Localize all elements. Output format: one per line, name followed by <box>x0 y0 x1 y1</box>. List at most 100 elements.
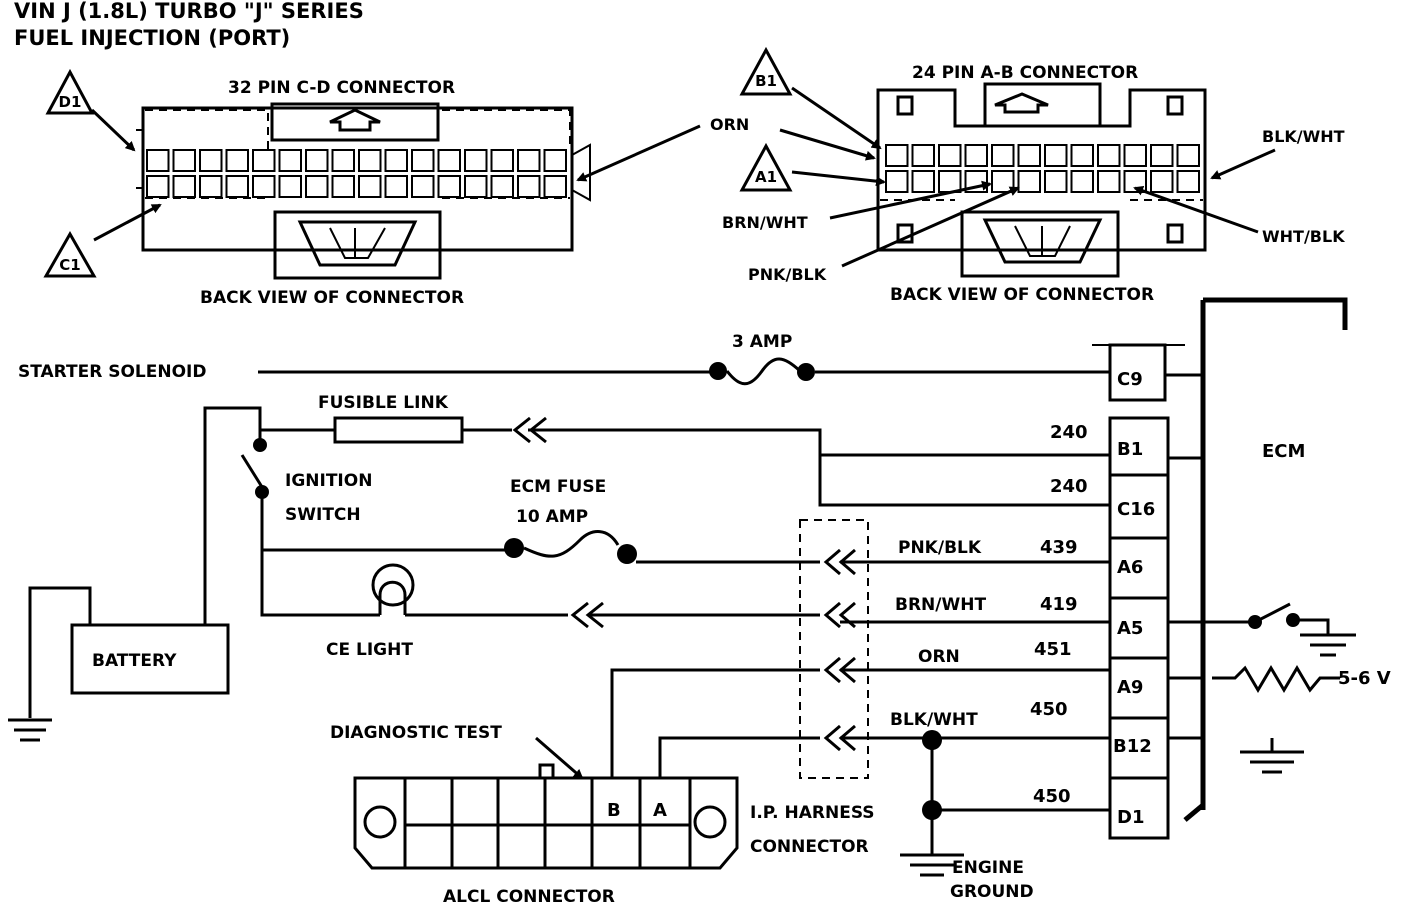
connector-ab-caption: BACK VIEW OF CONNECTOR <box>890 285 1154 305</box>
alcl-terminal-a: A <box>653 800 667 821</box>
ecm-pin-a9: A9 <box>1117 677 1143 698</box>
connector-cd-pin-cell <box>331 149 355 172</box>
connector-cd-pin-cell <box>437 175 461 198</box>
connector-ab-pin-cell <box>1176 144 1200 167</box>
connector-ab-pin-cell <box>1150 144 1174 167</box>
ecm-label: ECM <box>1262 441 1305 462</box>
connector-ab-24pin: 24 PIN A-B CONNECTOR B1 A1 BRN/WHT PNK/B… <box>722 46 1345 305</box>
wire-439-label: 439 <box>1040 537 1078 558</box>
connector-ab-pin-cell <box>1017 170 1041 193</box>
connector-ab-pin-cell <box>1044 144 1068 167</box>
connector-cd-pin-cell <box>358 175 382 198</box>
starter-solenoid-label: STARTER SOLENOID <box>18 362 206 382</box>
connector-cd-pin-cell <box>331 175 355 198</box>
connector-ab-pin-cell <box>1123 144 1147 167</box>
connector-cd-pin-cell <box>252 175 276 198</box>
connector-cd-pin-cell <box>490 149 514 172</box>
connector-ab-pin-b1: B1 <box>755 72 777 90</box>
connector-ab-pin-cell <box>991 144 1015 167</box>
ecm-pin-a6: A6 <box>1117 557 1143 578</box>
connector-cd-pin-cell <box>384 175 408 198</box>
wire-brnwht-label: BRN/WHT <box>895 595 986 615</box>
connector-ab-pin-cell <box>1150 170 1174 193</box>
connector-cd-pin-cell <box>384 149 408 172</box>
connector-cd-pin-grid <box>146 149 567 198</box>
connector-cd-wire-orn: ORN <box>710 115 749 134</box>
diagram-title-line1: VIN J (1.8L) TURBO "J" SERIES <box>14 0 364 23</box>
connector-ab-pin-cell <box>1070 170 1094 193</box>
wire-240-a: 240 <box>1050 422 1088 443</box>
wire-451-label: 451 <box>1034 639 1072 660</box>
wire-pnkblk-label: PNK/BLK <box>898 538 982 558</box>
ecm-pin-d1: D1 <box>1117 807 1144 828</box>
ecm-fuse-label-2: 10 AMP <box>516 507 588 527</box>
ignition-switch-label-2: SWITCH <box>285 505 361 525</box>
ecm-fuse-label-1: ECM FUSE <box>510 477 606 497</box>
connector-ab-pin-cell <box>911 170 935 193</box>
wire-450a-label: 450 <box>1030 699 1068 720</box>
connector-ab-pin-cell <box>911 144 935 167</box>
diagnostic-test-label: DIAGNOSTIC TEST <box>330 723 502 743</box>
connector-cd-pin-cell <box>517 175 541 198</box>
alcl-connector-label: ALCL CONNECTOR <box>443 887 615 906</box>
ip-harness-label-2: CONNECTOR <box>750 837 869 857</box>
schematic: ECM C9 B1 C16 A6 A5 A9 B12 D1 5-6 V STAR… <box>8 297 1391 906</box>
ignition-switch-label-1: IGNITION <box>285 471 372 491</box>
connector-cd-title: 32 PIN C-D CONNECTOR <box>228 78 455 98</box>
connector-cd-pin-cell <box>358 149 382 172</box>
ecm-pin-c9: C9 <box>1117 369 1143 390</box>
connector-cd-pin-cell <box>199 149 223 172</box>
connector-cd-pin-cell <box>146 149 170 172</box>
connector-cd-pin-cell <box>411 149 435 172</box>
wire-450b-label: 450 <box>1033 786 1071 807</box>
battery-label: BATTERY <box>92 651 177 671</box>
connector-ab-wire-pnkblk: PNK/BLK <box>748 265 827 284</box>
connector-ab-pin-a1: A1 <box>755 168 777 186</box>
connector-ab-pin-cell <box>938 144 962 167</box>
connector-ab-pin-cell <box>1176 170 1200 193</box>
connector-ab-pin-cell <box>938 170 962 193</box>
engine-ground-label-1: ENGINE <box>952 858 1024 878</box>
connector-ab-wire-blkwht: BLK/WHT <box>1262 127 1345 146</box>
connector-ab-pin-cell <box>1097 144 1121 167</box>
wire-419-label: 419 <box>1040 594 1078 615</box>
connector-cd-pin-cell <box>543 175 567 198</box>
connector-ab-pin-cell <box>885 170 909 193</box>
connector-ab-pin-cell <box>964 144 988 167</box>
connector-cd-pin-cell <box>172 175 196 198</box>
connector-cd-32pin: 32 PIN C-D CONNECTOR D1 C1 ORN BACK VIEW… <box>43 68 749 308</box>
connector-ab-pin-cell <box>991 170 1015 193</box>
connector-cd-pin-d1: D1 <box>59 93 82 111</box>
connector-ab-pin-cell <box>885 144 909 167</box>
connector-cd-pin-cell <box>305 175 329 198</box>
connector-cd-pin-cell <box>464 149 488 172</box>
connector-cd-pin-cell <box>225 149 249 172</box>
connector-cd-pin-cell <box>278 149 302 172</box>
connector-ab-pin-cell <box>1017 144 1041 167</box>
connector-cd-pin-cell <box>278 175 302 198</box>
connector-ab-pin-grid <box>885 144 1200 193</box>
ip-harness-label-1: I.P. HARNESS <box>750 803 875 823</box>
wire-240-b: 240 <box>1050 476 1088 497</box>
connector-cd-pin-cell <box>146 175 170 198</box>
connector-cd-pin-c1: C1 <box>59 256 80 274</box>
connector-cd-pin-cell <box>172 149 196 172</box>
ecm-pin-b12: B12 <box>1113 736 1152 757</box>
diagram-title-line2: FUEL INJECTION (PORT) <box>14 26 290 50</box>
connector-cd-pin-cell <box>543 149 567 172</box>
ecm-pin-c16: C16 <box>1117 499 1155 520</box>
connector-ab-title: 24 PIN A-B CONNECTOR <box>912 63 1138 83</box>
ecm-pin-b1: B1 <box>1117 439 1143 460</box>
connector-cd-pin-cell <box>199 175 223 198</box>
connector-cd-pin-cell <box>464 175 488 198</box>
connector-cd-pin-cell <box>437 149 461 172</box>
connector-ab-pin-cell <box>1070 144 1094 167</box>
connector-cd-pin-cell <box>517 149 541 172</box>
connector-ab-wire-whtblk: WHT/BLK <box>1262 227 1345 246</box>
ecm-pin-a5: A5 <box>1117 618 1143 639</box>
resistor-voltage-label: 5-6 V <box>1338 668 1391 689</box>
engine-ground-label-2: GROUND <box>950 882 1034 902</box>
connector-cd-caption: BACK VIEW OF CONNECTOR <box>200 288 464 308</box>
wire-orn-label: ORN <box>918 647 960 667</box>
